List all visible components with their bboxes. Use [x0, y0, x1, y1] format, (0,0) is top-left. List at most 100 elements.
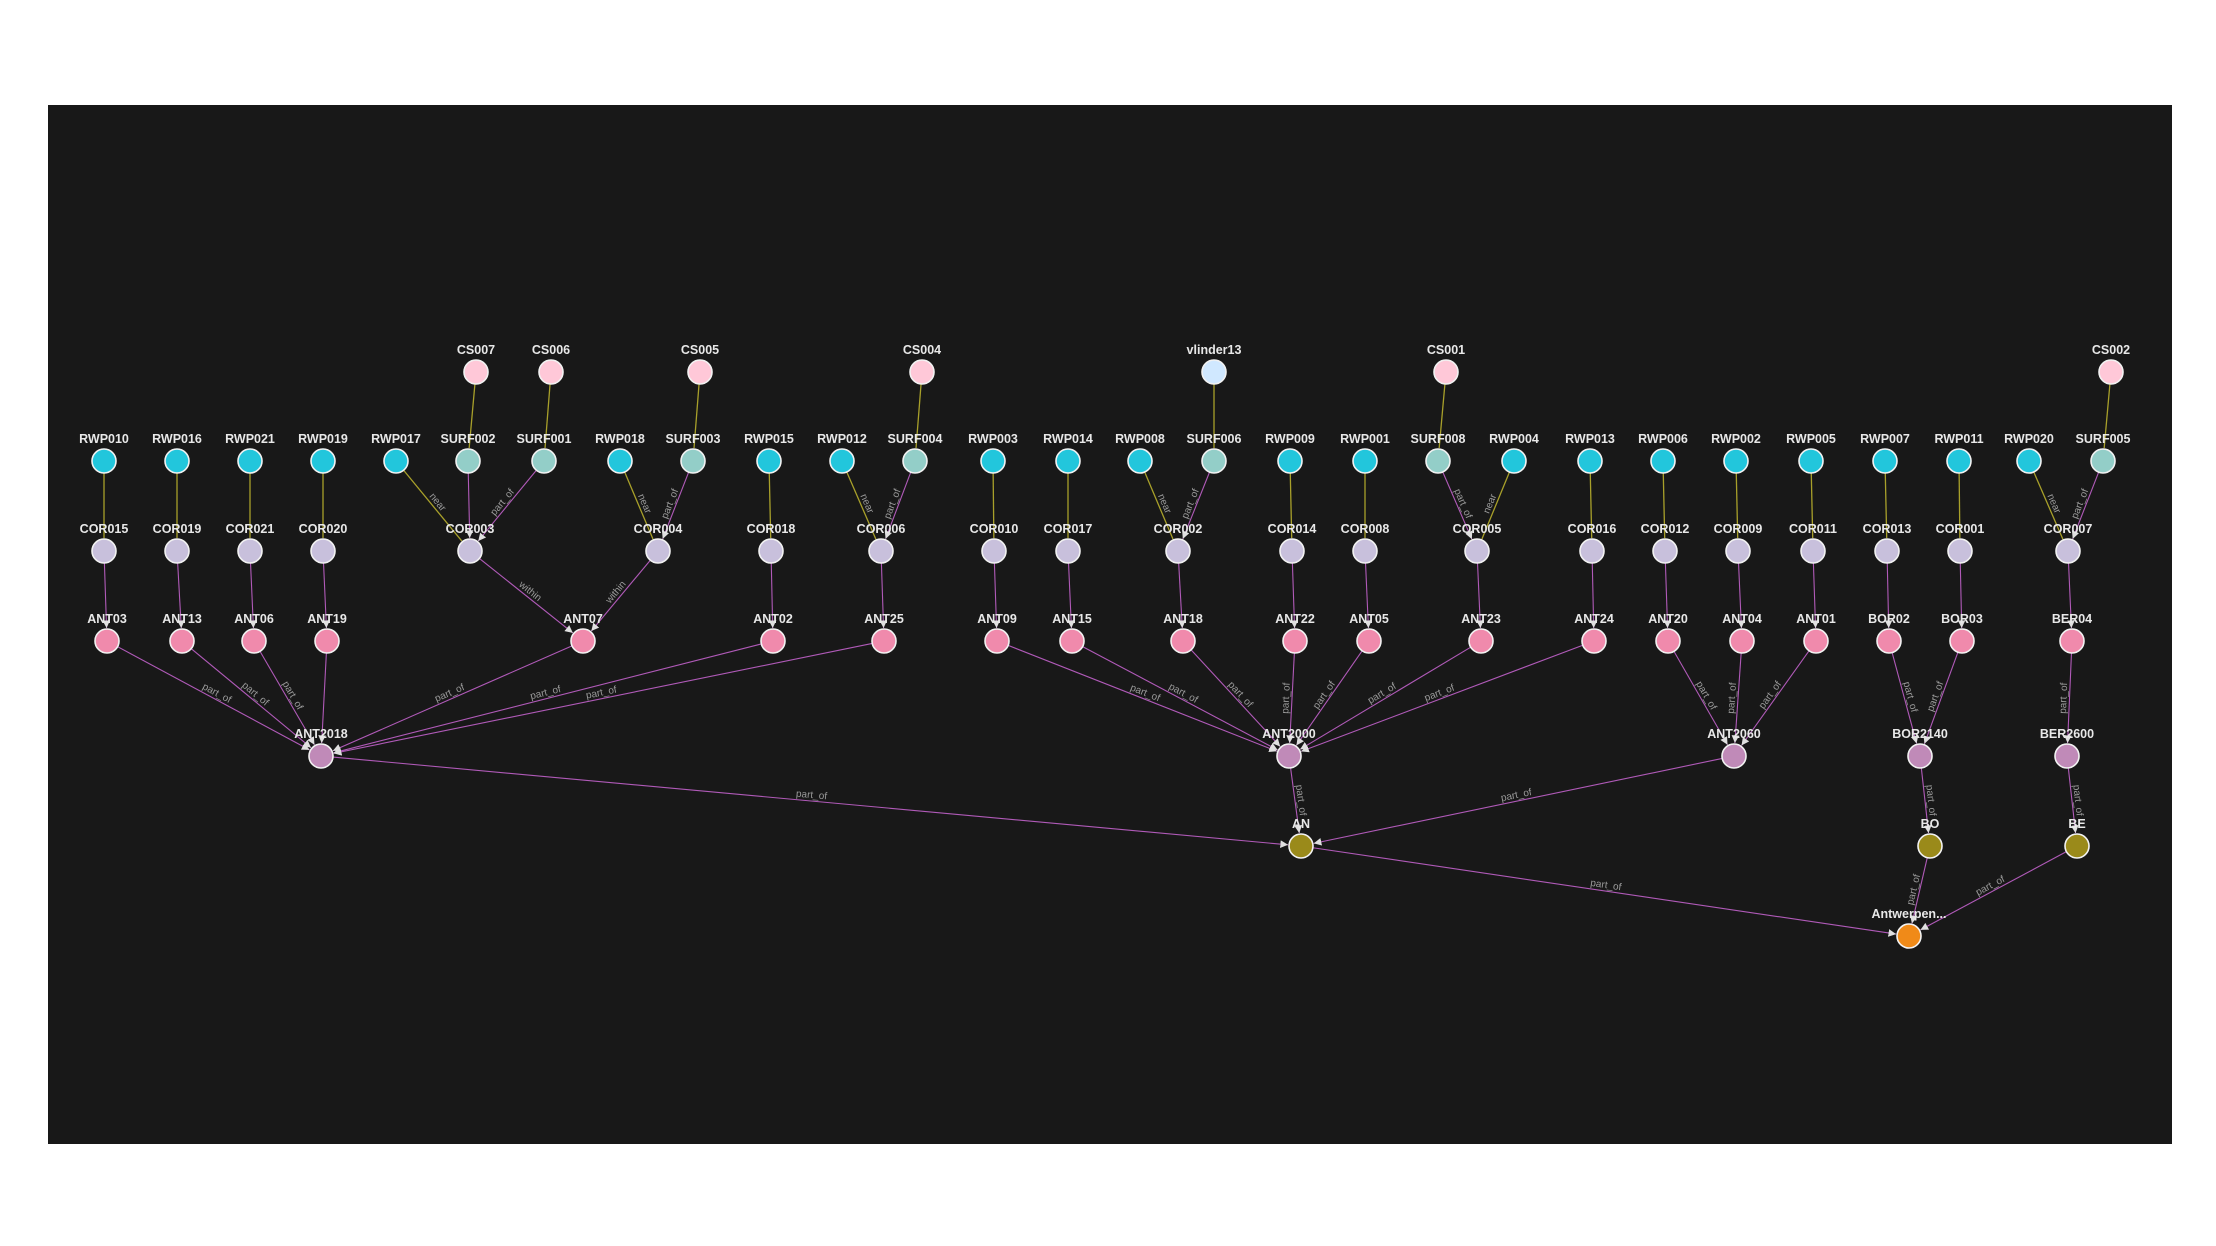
- node-cor012[interactable]: COR012: [1641, 522, 1690, 564]
- node-circle-ant13[interactable]: [169, 628, 195, 654]
- node-rwp021[interactable]: RWP021: [225, 432, 275, 474]
- node-circle-ant18[interactable]: [1170, 628, 1196, 654]
- node-circle-ant2060[interactable]: [1721, 743, 1747, 769]
- node-circle-cs004[interactable]: [909, 359, 935, 385]
- node-circle-rwp020[interactable]: [2016, 448, 2042, 474]
- node-rwp012[interactable]: RWP012: [817, 432, 867, 474]
- node-cor021[interactable]: COR021: [226, 522, 275, 564]
- node-circle-cor015[interactable]: [91, 538, 117, 564]
- node-circle-cor006[interactable]: [868, 538, 894, 564]
- node-circle-ant05[interactable]: [1356, 628, 1382, 654]
- node-bo[interactable]: BO: [1917, 817, 1943, 859]
- node-surf001[interactable]: SURF001: [517, 432, 572, 474]
- node-cs005[interactable]: CS005: [681, 343, 719, 385]
- node-circle-cs002[interactable]: [2098, 359, 2124, 385]
- node-ant2018[interactable]: ANT2018: [294, 727, 348, 769]
- node-cor011[interactable]: COR011: [1789, 522, 1837, 564]
- node-cor008[interactable]: COR008: [1341, 522, 1390, 564]
- node-cor015[interactable]: COR015: [80, 522, 129, 564]
- node-circle-ant03[interactable]: [94, 628, 120, 654]
- node-ber2600[interactable]: BER2600: [2040, 727, 2094, 769]
- node-rwp010[interactable]: RWP010: [79, 432, 129, 474]
- node-an[interactable]: AN: [1288, 817, 1314, 859]
- node-antwerpen[interactable]: Antwerpen...: [1871, 907, 1947, 949]
- node-circle-surf008[interactable]: [1425, 448, 1451, 474]
- node-circle-bor2140[interactable]: [1907, 743, 1933, 769]
- node-circle-rwp001[interactable]: [1352, 448, 1378, 474]
- node-circle-cor011[interactable]: [1800, 538, 1826, 564]
- node-bor02[interactable]: BOR02: [1868, 612, 1910, 654]
- node-ant06[interactable]: ANT06: [234, 612, 274, 654]
- node-circle-cor016[interactable]: [1579, 538, 1605, 564]
- node-cs004[interactable]: CS004: [903, 343, 941, 385]
- node-rwp014[interactable]: RWP014: [1043, 432, 1093, 474]
- node-ant20[interactable]: ANT20: [1648, 612, 1688, 654]
- node-circle-surf002[interactable]: [455, 448, 481, 474]
- node-rwp003[interactable]: RWP003: [968, 432, 1018, 474]
- node-circle-ant02[interactable]: [760, 628, 786, 654]
- node-circle-cor021[interactable]: [237, 538, 263, 564]
- node-ber04[interactable]: BER04: [2052, 612, 2092, 654]
- node-circle-ant2000[interactable]: [1276, 743, 1302, 769]
- node-circle-cor009[interactable]: [1725, 538, 1751, 564]
- node-rwp017[interactable]: RWP017: [371, 432, 421, 474]
- node-circle-cs007[interactable]: [463, 359, 489, 385]
- node-circle-rwp014[interactable]: [1055, 448, 1081, 474]
- node-circle-ant25[interactable]: [871, 628, 897, 654]
- node-rwp013[interactable]: RWP013: [1565, 432, 1615, 474]
- node-circle-cor005[interactable]: [1464, 538, 1490, 564]
- node-cs002[interactable]: CS002: [2092, 343, 2130, 385]
- node-circle-rwp005[interactable]: [1798, 448, 1824, 474]
- node-circle-an[interactable]: [1288, 833, 1314, 859]
- node-circle-cor002[interactable]: [1165, 538, 1191, 564]
- node-cor002[interactable]: COR002: [1154, 522, 1203, 564]
- node-rwp018[interactable]: RWP018: [595, 432, 645, 474]
- node-circle-cor012[interactable]: [1652, 538, 1678, 564]
- node-circle-surf003[interactable]: [680, 448, 706, 474]
- node-circle-cor010[interactable]: [981, 538, 1007, 564]
- node-ant23[interactable]: ANT23: [1461, 612, 1501, 654]
- node-circle-surf004[interactable]: [902, 448, 928, 474]
- node-circle-bo[interactable]: [1917, 833, 1943, 859]
- node-circle-be[interactable]: [2064, 833, 2090, 859]
- node-circle-rwp018[interactable]: [607, 448, 633, 474]
- node-cs001[interactable]: CS001: [1427, 343, 1465, 385]
- node-ant15[interactable]: ANT15: [1052, 612, 1092, 654]
- node-circle-rwp008[interactable]: [1127, 448, 1153, 474]
- node-circle-ber04[interactable]: [2059, 628, 2085, 654]
- node-ant19[interactable]: ANT19: [307, 612, 347, 654]
- node-rwp005[interactable]: RWP005: [1786, 432, 1836, 474]
- node-ant03[interactable]: ANT03: [87, 612, 127, 654]
- node-circle-rwp002[interactable]: [1723, 448, 1749, 474]
- node-circle-bor02[interactable]: [1876, 628, 1902, 654]
- node-circle-rwp016[interactable]: [164, 448, 190, 474]
- node-circle-cor014[interactable]: [1279, 538, 1305, 564]
- node-ant04[interactable]: ANT04: [1722, 612, 1762, 654]
- node-circle-rwp006[interactable]: [1650, 448, 1676, 474]
- node-circle-rwp015[interactable]: [756, 448, 782, 474]
- node-ant13[interactable]: ANT13: [162, 612, 202, 654]
- node-circle-ant04[interactable]: [1729, 628, 1755, 654]
- node-surf003[interactable]: SURF003: [666, 432, 721, 474]
- node-surf006[interactable]: SURF006: [1187, 432, 1242, 474]
- node-circle-ant24[interactable]: [1581, 628, 1607, 654]
- node-rwp015[interactable]: RWP015: [744, 432, 794, 474]
- node-circle-ant09[interactable]: [984, 628, 1010, 654]
- node-ant18[interactable]: ANT18: [1163, 612, 1203, 654]
- node-cor005[interactable]: COR005: [1453, 522, 1502, 564]
- node-cor010[interactable]: COR010: [970, 522, 1019, 564]
- node-circle-ant15[interactable]: [1059, 628, 1085, 654]
- node-rwp020[interactable]: RWP020: [2004, 432, 2054, 474]
- node-circle-rwp019[interactable]: [310, 448, 336, 474]
- node-cs006[interactable]: CS006: [532, 343, 570, 385]
- node-bor03[interactable]: BOR03: [1941, 612, 1983, 654]
- node-circle-cs005[interactable]: [687, 359, 713, 385]
- node-circle-cor007[interactable]: [2055, 538, 2081, 564]
- node-circle-cor003[interactable]: [457, 538, 483, 564]
- node-ant05[interactable]: ANT05: [1349, 612, 1389, 654]
- node-cor019[interactable]: COR019: [153, 522, 202, 564]
- node-circle-rwp007[interactable]: [1872, 448, 1898, 474]
- node-surf008[interactable]: SURF008: [1411, 432, 1466, 474]
- node-rwp019[interactable]: RWP019: [298, 432, 348, 474]
- node-circle-cor004[interactable]: [645, 538, 671, 564]
